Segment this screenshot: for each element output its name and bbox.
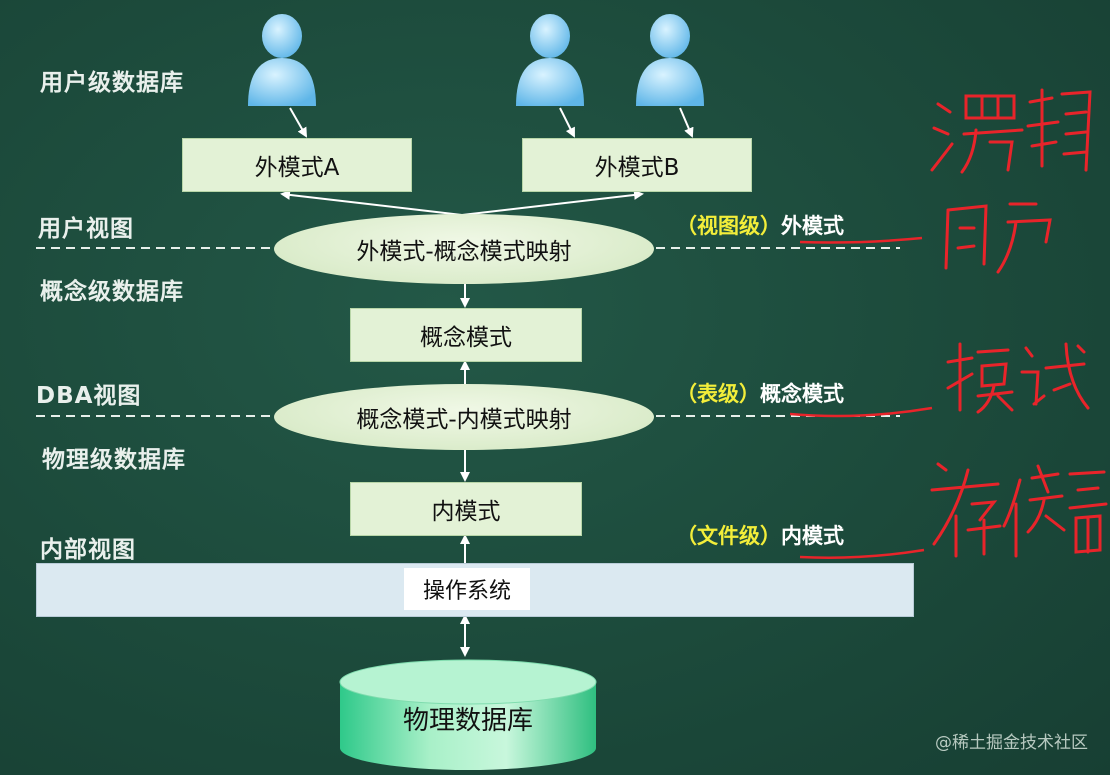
level-file-name: 内模式 — [781, 524, 844, 548]
physical-database-cylinder — [339, 659, 597, 770]
external-schema-b-box: 外模式B — [522, 138, 752, 192]
arrow-user1-to-external-a — [289, 107, 307, 138]
arrow-user3-to-external-b — [679, 107, 694, 138]
os-label-box: 操作系统 — [404, 568, 530, 610]
external-schema-a-box: 外模式A — [182, 138, 412, 192]
level-view: （视图级）外模式 — [676, 210, 844, 240]
level-file-prefix: （文件级） — [676, 524, 781, 548]
user-icon-3 — [636, 14, 704, 106]
user-icon-2 — [516, 14, 584, 106]
conceptual-schema-box: 概念模式 — [350, 308, 582, 362]
user-icon-1 — [248, 14, 316, 106]
level-table-prefix: （表级） — [676, 382, 760, 406]
level-file: （文件级）内模式 — [676, 520, 844, 550]
label-dba-view: DBA视图 — [36, 383, 142, 409]
handwriting-logical-user — [930, 88, 1092, 274]
handwriting-underline-internal — [799, 548, 925, 559]
level-view-name: 外模式 — [781, 214, 844, 238]
label-concept-database: 概念级数据库 — [40, 279, 184, 305]
conceptual-internal-mapping: 概念模式-内模式映射 — [274, 384, 654, 450]
handwriting-schema — [946, 342, 1090, 414]
arrow-mapping-to-external-a — [280, 189, 463, 216]
label-user-view: 用户视图 — [38, 216, 134, 242]
label-user-database: 用户级数据库 — [40, 70, 184, 96]
handwriting-storage — [930, 462, 1108, 558]
handwriting-underline-external — [799, 236, 923, 244]
physical-database-label: 物理数据库 — [402, 706, 533, 736]
level-table-name: 概念模式 — [760, 382, 844, 406]
internal-schema-box: 内模式 — [350, 482, 582, 536]
handwriting-underline-conceptual — [789, 406, 933, 418]
level-table: （表级）概念模式 — [676, 378, 844, 408]
level-view-prefix: （视图级） — [676, 214, 781, 238]
arrow-user2-to-external-b — [559, 107, 575, 138]
external-conceptual-mapping: 外模式-概念模式映射 — [274, 214, 654, 284]
label-physical-database: 物理级数据库 — [42, 447, 186, 473]
label-internal-view: 内部视图 — [40, 537, 136, 563]
watermark: @稀土掘金技术社区 — [935, 733, 1088, 753]
arrow-mapping-to-external-b — [461, 189, 644, 216]
